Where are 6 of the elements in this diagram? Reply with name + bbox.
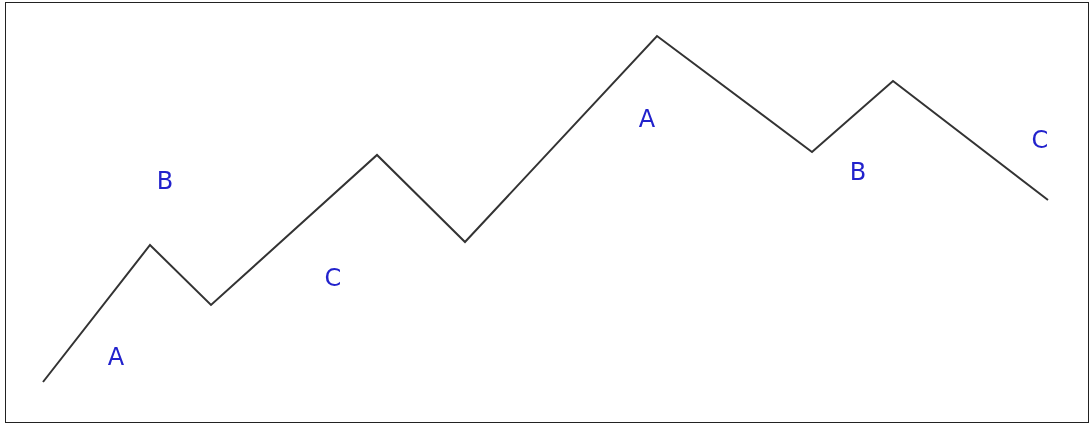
wave-label: B: [849, 160, 867, 184]
wave-label: B: [156, 169, 174, 193]
wave-label: C: [1031, 128, 1049, 152]
wave-label: A: [638, 107, 656, 131]
wave-label: C: [324, 266, 342, 290]
wave-label: A: [107, 345, 125, 369]
